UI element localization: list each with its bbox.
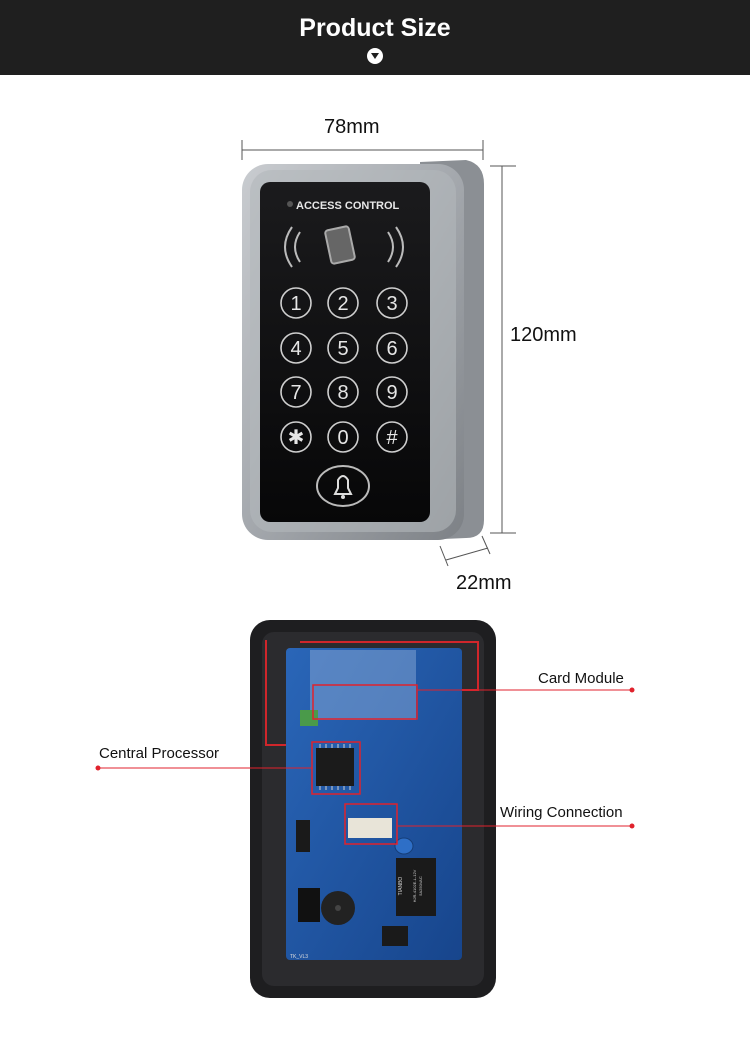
processor-chip xyxy=(316,748,354,786)
height-label: 120mm xyxy=(510,324,577,346)
rfid-card-icon xyxy=(284,225,404,268)
key-label: 2 xyxy=(337,293,348,315)
key-label: 4 xyxy=(290,338,301,360)
width-label: 78mm xyxy=(324,116,380,138)
key-label: # xyxy=(386,427,398,449)
key-star[interactable]: ✱ xyxy=(280,421,312,453)
relay xyxy=(396,858,436,916)
doorbell-button[interactable] xyxy=(316,465,370,507)
key-hash[interactable]: # xyxy=(376,421,408,453)
header-banner: Product Size xyxy=(0,0,750,75)
depth-label: 22mm xyxy=(456,572,512,594)
central-processor-label: Central Processor xyxy=(99,745,220,762)
key-1[interactable]: 1 xyxy=(280,287,312,319)
card-module-highlight xyxy=(312,684,418,720)
card-module-callout-line xyxy=(417,687,635,693)
status-led xyxy=(287,201,293,207)
relay-model: HJR-4102E-L-12V xyxy=(412,869,417,902)
panel-label: ACCESS CONTROL xyxy=(296,200,400,212)
key-label: 1 xyxy=(290,293,301,315)
card-module-label: Card Module xyxy=(538,670,624,687)
keypad-panel xyxy=(260,182,430,522)
key-2[interactable]: 2 xyxy=(327,287,359,319)
key-label: ✱ xyxy=(288,427,305,449)
key-4[interactable]: 4 xyxy=(280,332,312,364)
key-8[interactable]: 8 xyxy=(327,376,359,408)
key-3[interactable]: 3 xyxy=(376,287,408,319)
wiring-callout-line xyxy=(397,823,635,829)
processor-callout-line xyxy=(95,765,312,771)
chevron-down-icon xyxy=(367,48,383,64)
relay-rating: 5A250VAC xyxy=(418,876,423,896)
key-label: 0 xyxy=(337,427,348,449)
key-0[interactable]: 0 xyxy=(327,421,359,453)
relay-brand: TIANBO xyxy=(398,877,404,896)
key-6[interactable]: 6 xyxy=(376,332,408,364)
height-dimension-line xyxy=(490,165,516,534)
width-dimension-line xyxy=(241,140,484,160)
key-5[interactable]: 5 xyxy=(327,332,359,364)
key-label: 6 xyxy=(386,338,397,360)
board-code: TK_VL3 xyxy=(290,954,308,960)
bell-icon xyxy=(333,475,353,495)
key-7[interactable]: 7 xyxy=(280,376,312,408)
key-label: 9 xyxy=(386,382,397,404)
key-9[interactable]: 9 xyxy=(376,376,408,408)
key-label: 8 xyxy=(337,382,348,404)
page-title: Product Size xyxy=(299,14,451,42)
depth-dimension-line xyxy=(439,535,491,567)
wiring-connector xyxy=(348,818,392,838)
wiring-highlight xyxy=(344,803,398,845)
wiring-connection-label: Wiring Connection xyxy=(500,804,623,821)
keypad: 1 2 3 4 5 6 7 8 9 ✱ 0 # xyxy=(280,287,408,453)
key-label: 3 xyxy=(386,293,397,315)
key-label: 5 xyxy=(337,338,348,360)
key-label: 7 xyxy=(290,382,301,404)
